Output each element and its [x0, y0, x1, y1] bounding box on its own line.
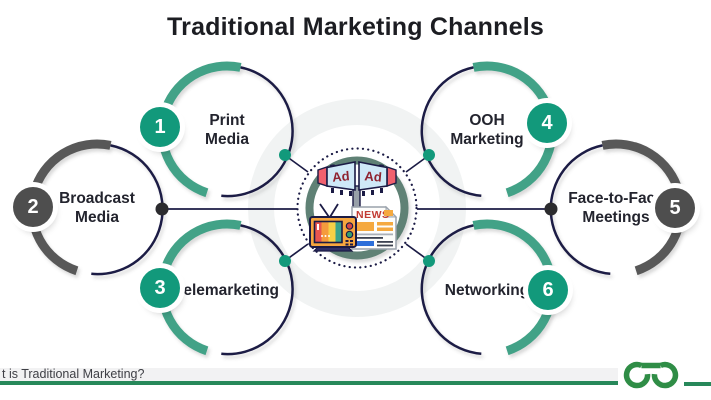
channel-6-number: 6 — [542, 278, 554, 301]
billboard-ad-text-left: Ad — [332, 168, 351, 184]
channel-1-number: 1 — [154, 115, 166, 138]
channel-1-badge: 1 — [140, 107, 180, 147]
channel-4-number: 4 — [541, 111, 553, 134]
retro-tv-icon — [309, 203, 357, 252]
channel-6-badge: 6 — [528, 270, 568, 310]
channel-1-circle — [221, 66, 294, 198]
channel-5-badge: 5 — [655, 188, 695, 228]
center-dotted-circle — [296, 147, 418, 269]
footer-caption: t is Traditional Marketing? — [2, 367, 145, 381]
channel-4-circle — [420, 66, 482, 198]
billboard-ad-text-right: Ad — [364, 168, 383, 184]
newspaper-headline-text: NEWS — [356, 209, 390, 221]
footer-bar — [0, 368, 618, 381]
footer-divider-left — [0, 381, 618, 385]
channel-5-label: Face-to-Face Meetings — [568, 190, 664, 226]
channel-6-label: Networking — [444, 282, 530, 299]
center-illustration: Ad Ad NEWS — [309, 161, 398, 252]
channel-4-badge: 4 — [527, 103, 567, 143]
footer-divider-right — [684, 382, 711, 386]
channel-4-label: OOH Marketing — [450, 112, 524, 148]
channel-2-badge: 2 — [13, 187, 53, 227]
channel-3-number: 3 — [154, 276, 166, 299]
channel-2-circle — [91, 144, 164, 276]
geeksforgeeks-logo-icon — [623, 361, 679, 389]
page-title: Traditional Marketing Channels — [167, 13, 544, 41]
channel-2-number: 2 — [27, 195, 39, 218]
channel-3-label: Telemarketing — [175, 282, 279, 299]
channel-2-label: Broadcast Media — [59, 190, 135, 226]
channel-1-label: Print Media — [205, 112, 249, 148]
channel-3-badge: 3 — [140, 268, 180, 308]
newspaper-icon: NEWS — [351, 205, 398, 250]
background-watermark-ring — [248, 99, 466, 317]
connector-dots — [155, 149, 558, 267]
channel-6-circle — [420, 224, 482, 356]
channel-3-circle — [221, 224, 294, 356]
channel-5-number: 5 — [669, 196, 681, 219]
